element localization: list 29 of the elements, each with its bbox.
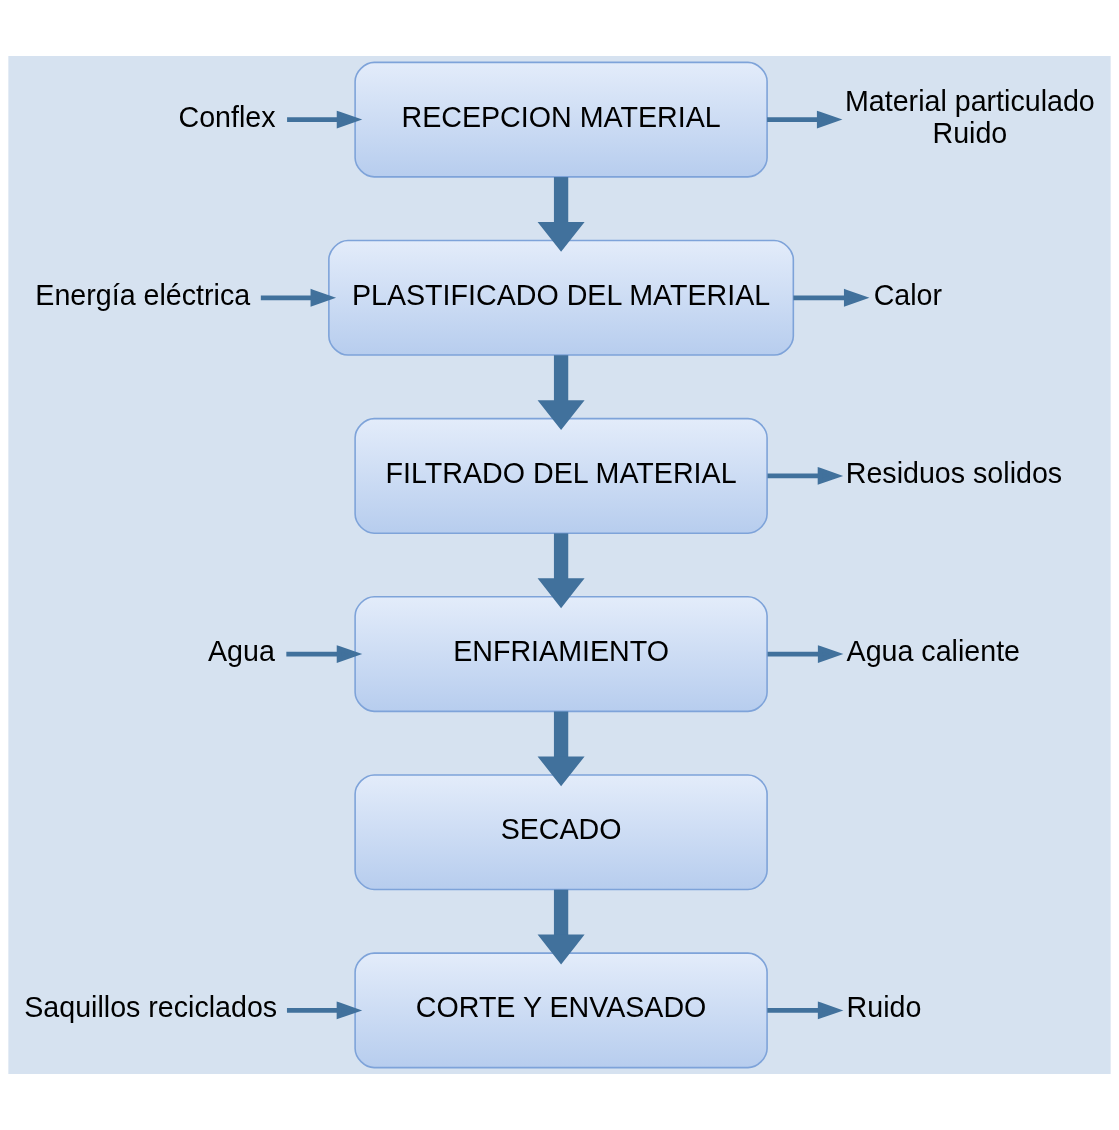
node-text: Saquillos reciclados [24,991,278,1024]
node-text: Residuos solidos [845,456,1063,489]
node-text: Conflex [178,100,276,133]
node-box: FILTRADO DEL MATERIAL [354,417,768,534]
node-box: ENFRIAMIENTO [354,596,768,713]
arrow [767,467,844,485]
arrow [537,889,585,965]
arrow [260,288,337,307]
node-box: SECADO [354,774,768,891]
arrow [537,711,585,787]
arrow [767,645,844,663]
arrow [767,110,843,129]
node-text: Agua caliente [846,635,1021,668]
arrow [537,177,585,252]
arrow [767,1001,844,1020]
arrow [287,110,363,129]
arrow [537,533,585,609]
node-text: Agua [207,635,275,668]
node-text: Energía eléctrica [35,278,251,311]
node-box: CORTE Y ENVASADO [354,952,768,1069]
node-text: Calor [873,278,943,311]
node-box: RECEPCION MATERIAL [354,61,768,178]
arrow [537,355,585,430]
arrow [286,1001,363,1020]
node-text: Material particulado Ruido [844,84,1095,149]
arrow [286,645,363,663]
arrow [793,288,870,307]
node-box: PLASTIFICADO DEL MATERIAL [328,239,795,356]
node-text: Ruido [846,991,922,1024]
